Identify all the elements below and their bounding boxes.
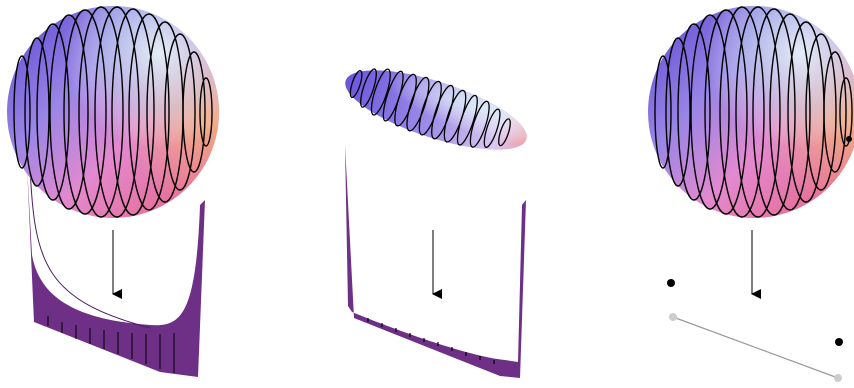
projection-point-gray-right — [834, 374, 842, 382]
projection-point-right — [835, 338, 843, 346]
projection-point-gray-left — [669, 313, 677, 321]
panel-right — [648, 6, 854, 382]
panel-left — [7, 6, 219, 377]
sphere-point-right — [846, 136, 852, 142]
panel-middle — [337, 54, 535, 378]
projection-profile-middle — [345, 145, 526, 378]
projection-segment-right — [673, 317, 838, 378]
projection-point-top-left — [667, 279, 675, 287]
